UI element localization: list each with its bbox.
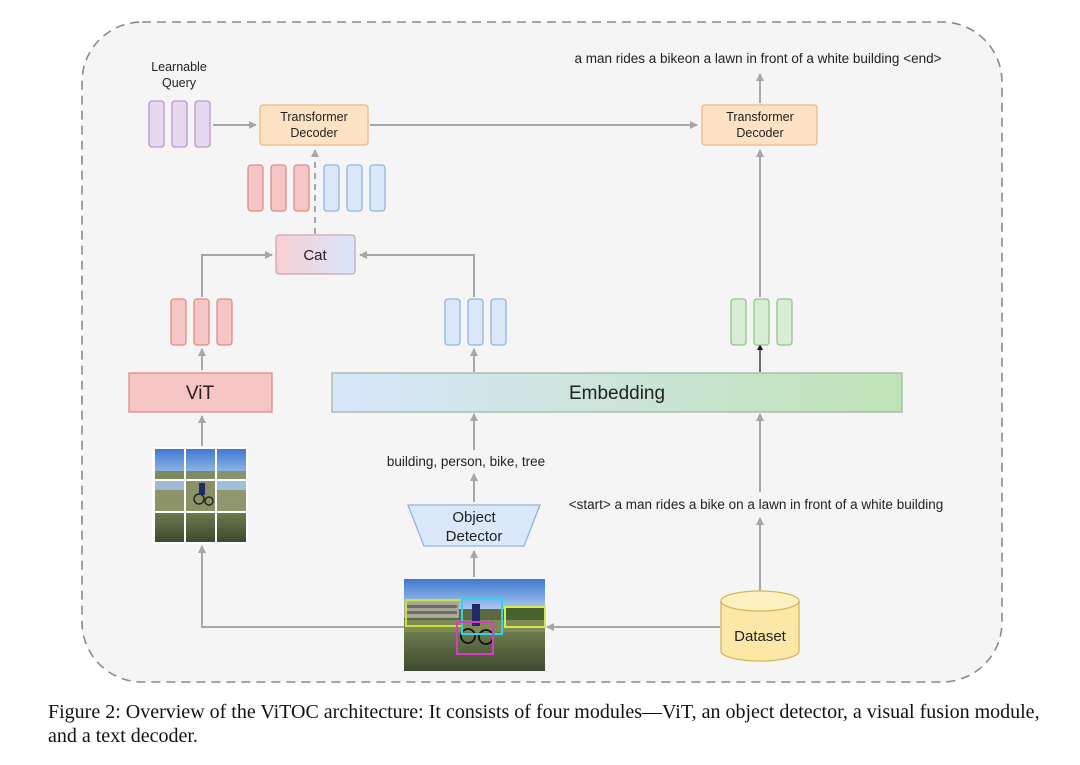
cat-module: Cat [275,234,356,275]
architecture-diagram: Learnable Query Transformer Decoder Tran… [81,21,1003,683]
object-token [346,164,363,212]
dataset-label: Dataset [734,628,787,645]
object-detector-module: Object Detector [407,504,541,547]
decoder-text-line1: Transformer [726,110,794,124]
text-token [730,298,747,346]
visual-token [270,164,287,212]
visual-token [216,298,233,346]
visual-token [247,164,264,212]
learnable-query-label-line1: Learnable [151,60,207,74]
vit-module: ViT [128,372,273,413]
query-token [171,100,188,148]
transformer-decoder-text: Transformer Decoder [701,104,818,146]
input-caption-text: <start> a man rides a bike on a lawn in … [569,497,943,512]
decoder-text-line2: Decoder [736,126,783,140]
detector-label-line1: Object [452,509,496,526]
vit-label: ViT [186,383,215,404]
bbox-tree [504,606,546,628]
query-token [194,100,211,148]
transformer-decoder-fusion: Transformer Decoder [259,104,369,146]
decoder-fusion-line1: Transformer [280,110,348,124]
arrow-image-to-patches [198,545,404,628]
learnable-query-label-line2: Query [162,76,197,90]
object-token [323,164,340,212]
detector-label-line2: Detector [446,528,503,545]
cat-label: Cat [303,247,327,264]
visual-token [170,298,187,346]
decoder-fusion-line2: Decoder [290,126,337,140]
vit-output-tokens [170,298,233,346]
visual-token [193,298,210,346]
image-patch-grid [152,447,248,544]
diagram-frame [81,21,1003,683]
object-token [467,298,484,346]
text-token [776,298,793,346]
object-embedding-tokens [444,298,507,346]
fused-red-tokens [247,164,310,212]
object-token [369,164,386,212]
connectors [198,73,764,631]
embedding-label: Embedding [569,383,665,404]
object-token [444,298,461,346]
text-token [753,298,770,346]
learnable-query-tokens [148,100,211,148]
figure-caption: Figure 2: Overview of the ViTOC architec… [48,701,1040,747]
object-token [490,298,507,346]
visual-token [293,164,310,212]
bbox-person [461,597,503,635]
arrow-vit-tokens-to-cat [201,251,273,297]
dataset-cylinder: Dataset [720,590,800,662]
arrow-object-tokens-to-cat [359,251,475,297]
embedding-module: Embedding [331,372,903,413]
output-caption-text: a man rides a bikeon a lawn in front of … [575,51,942,66]
text-embedding-tokens [730,298,793,346]
bbox-bike [456,621,494,655]
detected-objects-text: building, person, bike, tree [387,454,545,469]
fused-blue-tokens [323,164,386,212]
query-token [148,100,165,148]
input-photo [404,579,546,671]
